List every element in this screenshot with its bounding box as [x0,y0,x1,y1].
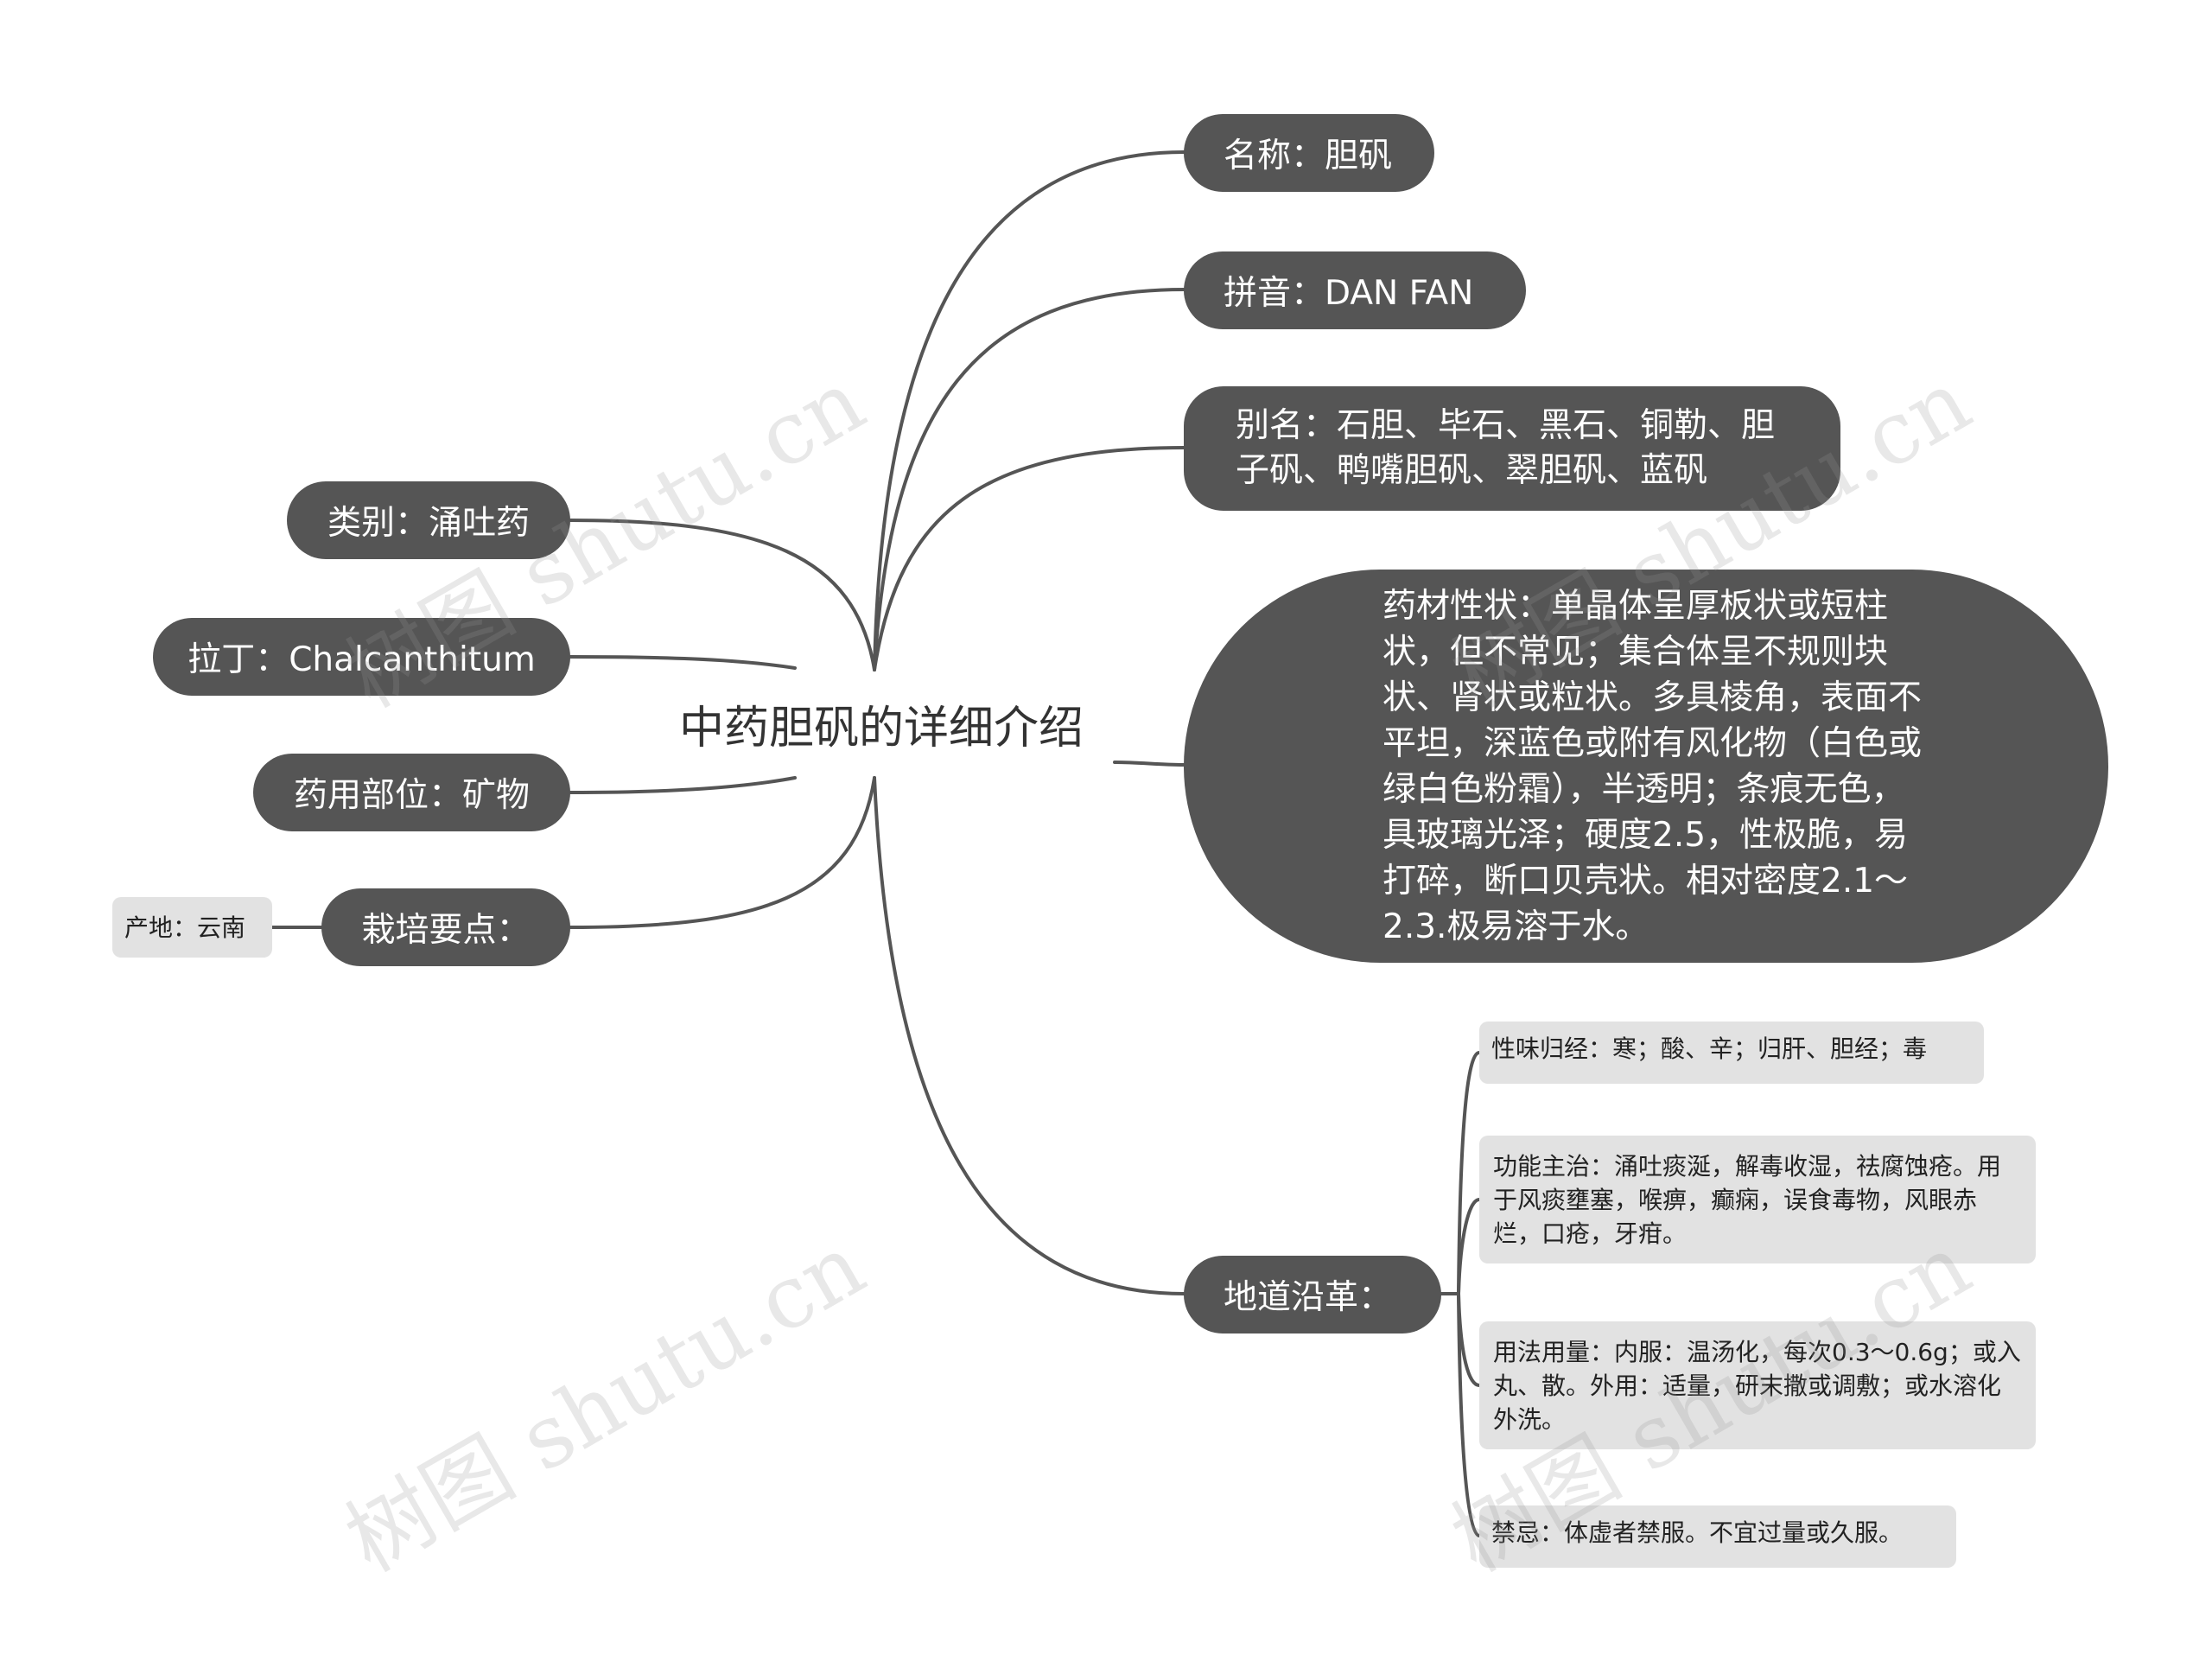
node-function[interactable]: 功能主治：涌吐痰涎，解毒收湿，祛腐蚀疮。用于风痰壅塞，喉痹，癫痫，误食毒物，风眼… [1479,1136,2036,1263]
node-history[interactable]: 地道沿革： [1184,1256,1441,1333]
node-usage[interactable]: 用法用量：内服：温汤化，每次0.3～0.6g；或入丸、散。外用：适量，研末撒或调… [1479,1321,2036,1449]
node-cultivation[interactable]: 栽培要点： [321,888,570,966]
link-root-category [569,519,876,672]
link-root-properties [1113,761,1185,767]
root-node[interactable]: 中药胆矾的详细介绍 [678,702,1084,754]
link-root-history [873,776,1185,1295]
link-history-nature [1440,1051,1481,1295]
node-pinyin[interactable]: 拼音：DAN FAN [1184,251,1526,329]
node-name[interactable]: 名称：胆矾 [1184,114,1434,192]
link-history-function [1457,1198,1481,1295]
node-latin[interactable]: 拉丁：Chalcanthitum [153,618,570,696]
link-root-cultivation [569,776,876,929]
link-history-taboo [1457,1292,1481,1537]
node-category[interactable]: 类别：涌吐药 [287,481,570,559]
node-alias[interactable]: 别名：石胆、毕石、黑石、铜勒、胆子矾、鸭嘴胆矾、翠胆矾、蓝矾 [1184,386,1840,511]
link-root-alias [873,446,1185,672]
link-root-name [873,150,1185,672]
node-origin[interactable]: 产地：云南 [112,897,272,958]
node-nature[interactable]: 性味归经：寒；酸、辛；归肝、胆经；毒 [1479,1022,1984,1084]
link-root-latin [569,655,797,670]
node-taboo[interactable]: 禁忌：体虚者禁服。不宜过量或久服。 [1479,1505,1956,1568]
link-root-part [569,776,797,794]
link-root-pinyin [873,288,1185,672]
node-part[interactable]: 药用部位：矿物 [253,754,570,831]
node-properties[interactable]: 药材性状：单晶体呈厚板状或短柱状，但不常见；集合体呈不规则块状、肾状或粒状。多具… [1184,570,2108,963]
